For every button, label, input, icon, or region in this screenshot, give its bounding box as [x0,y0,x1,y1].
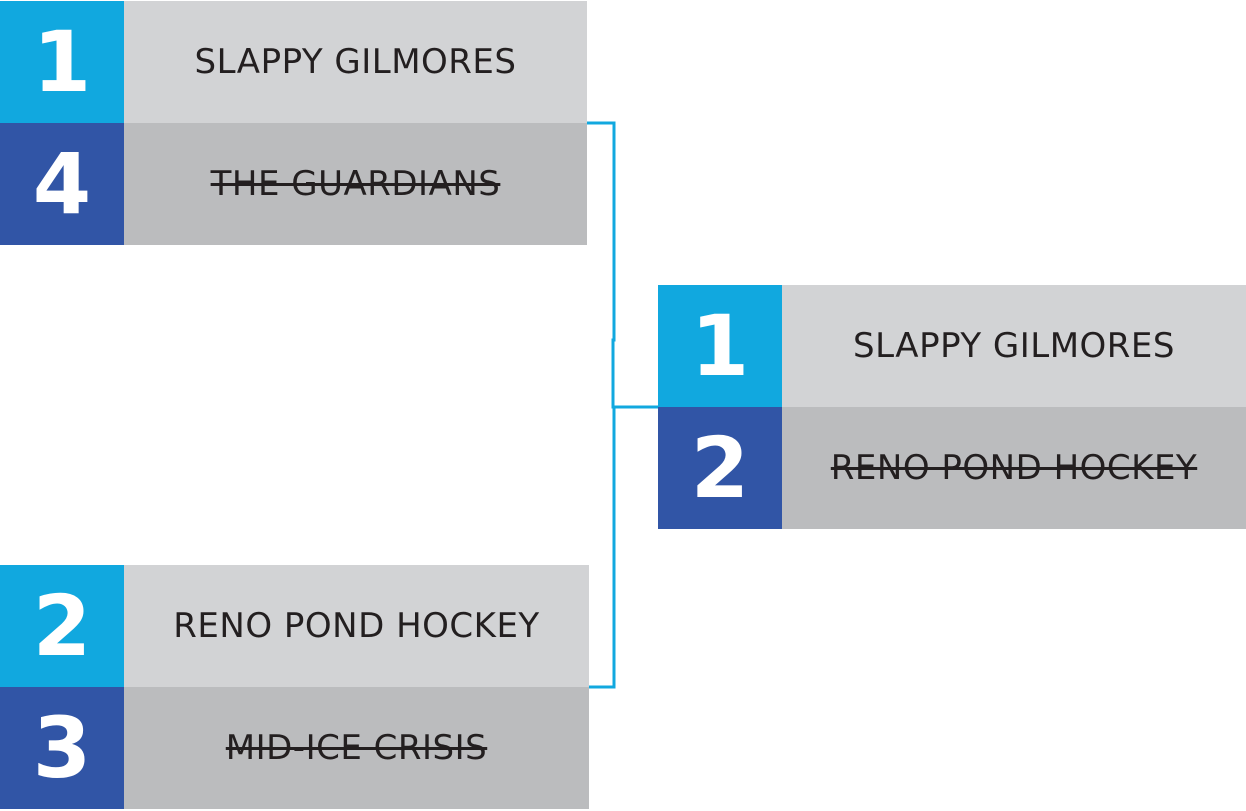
team-name-eliminated: RENO POND HOCKEY [782,407,1246,529]
seed-badge: 4 [0,123,124,245]
connector-semifinal-2 [589,407,616,689]
team-name-winner: RENO POND HOCKEY [124,565,589,687]
final-bottom-row: 2 RENO POND HOCKEY [658,407,1246,529]
semifinal-2-bottom-row: 3 MID-ICE CRISIS [0,687,589,809]
connector-semifinal-1 [587,121,658,409]
final-top-row: 1 SLAPPY GILMORES [658,285,1246,407]
team-name-eliminated: THE GUARDIANS [124,123,587,245]
team-name-eliminated: MID-ICE CRISIS [124,687,589,809]
team-name-winner: SLAPPY GILMORES [124,1,587,123]
seed-badge: 1 [0,1,124,123]
semifinal-2-match: 2 RENO POND HOCKEY 3 MID-ICE CRISIS [0,565,589,809]
team-name-winner: SLAPPY GILMORES [782,285,1246,407]
seed-badge: 2 [658,407,782,529]
semifinal-2-top-row: 2 RENO POND HOCKEY [0,565,589,687]
seed-badge: 1 [658,285,782,407]
semifinal-1-match: 1 SLAPPY GILMORES 4 THE GUARDIANS [0,1,587,245]
semifinal-1-top-row: 1 SLAPPY GILMORES [0,1,587,123]
semifinal-1-bottom-row: 4 THE GUARDIANS [0,123,587,245]
seed-badge: 2 [0,565,124,687]
seed-badge: 3 [0,687,124,809]
final-match: 1 SLAPPY GILMORES 2 RENO POND HOCKEY [658,285,1246,529]
